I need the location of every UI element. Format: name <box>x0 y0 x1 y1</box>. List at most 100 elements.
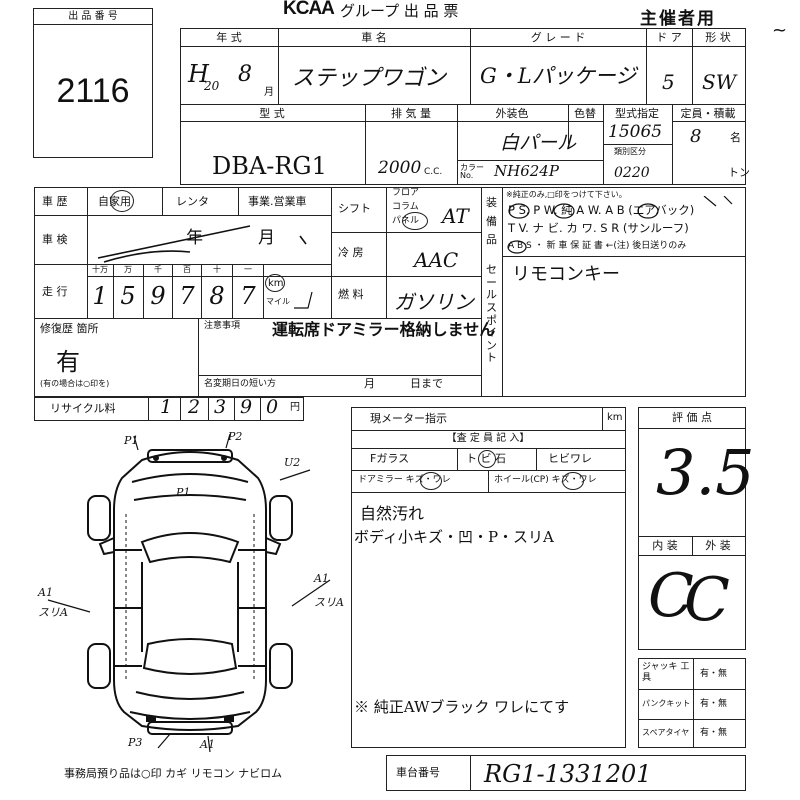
kcaa-logo: KCAA <box>283 0 335 19</box>
history-label: 車 歴 <box>42 195 68 208</box>
exterior-color: 白パール <box>500 132 577 154</box>
type-designation: 15065 <box>608 122 663 142</box>
damage-mark: P1 <box>175 486 190 499</box>
lot-number-label: 出 品 番 号 <box>68 11 118 22</box>
car-name: ステップワゴン <box>292 66 447 91</box>
damage-mark: スリA <box>314 596 344 609</box>
glass-chip-circle <box>478 450 496 468</box>
shift-label: シフト <box>338 202 371 215</box>
classification-label: 類別区分 <box>614 147 646 156</box>
sales-point-label: セールスポイント <box>486 263 497 365</box>
jack-choice: 有・無 <box>700 669 728 679</box>
mileage-digit: 1 <box>92 282 108 310</box>
mileage-digit-unit: 十万 <box>92 265 108 274</box>
grade-label: グ レ ー ド <box>530 31 586 44</box>
displacement-label: 排 気 量 <box>391 107 431 120</box>
footer-note: 事務局預り品は○印 カギ リモコン ナビロム <box>64 767 283 780</box>
mileage-digit-unit: 百 <box>183 265 191 274</box>
damage-mark: A1 <box>313 572 329 585</box>
month-unit: 月 <box>264 87 274 98</box>
jack-label: ジャッキ 工 具 <box>642 662 690 684</box>
lot-number: 2116 <box>56 72 130 110</box>
equipment-line1: P S. P W. 純 A W. A B (エアバック) <box>508 203 695 217</box>
mileage-digit-unit: 一 <box>244 265 252 274</box>
recycle-digit: 1 <box>159 396 173 418</box>
mileage-digit: 8 <box>209 282 225 310</box>
color-change-label: 色替 <box>574 107 596 120</box>
lot-number-box <box>33 8 153 158</box>
cc-unit: C.C. <box>424 167 443 177</box>
load-unit: トン <box>728 166 750 179</box>
equipment-line2: T V. ナ ビ. カ ワ. S R (サンルーフ) <box>508 221 689 235</box>
body-shape: SW <box>702 70 737 94</box>
name-change-label: 名変期日の短い方 <box>204 379 277 389</box>
corner-mark: ~ <box>772 20 788 41</box>
mile-strike-mark <box>294 291 313 309</box>
meter-label: 現メーター指示 <box>370 412 447 425</box>
score-value: 3.5 <box>656 436 755 509</box>
puncture-label: パンクキット <box>642 699 691 708</box>
panel-circle <box>402 212 428 230</box>
grade: G・Lパッケージ <box>480 64 637 88</box>
model-code: DBA-RG1 <box>212 152 327 180</box>
spare-label: スペアタイヤ <box>642 728 690 737</box>
car-diagram: P1 P2 P1 U2 A1 スリA A1 スリA P3 A1 <box>37 430 344 753</box>
door-label: ド ア <box>656 31 682 44</box>
caution-label: 注意事項 <box>204 321 241 331</box>
score-label: 評 価 点 <box>672 411 712 424</box>
inspector-note-1: 自然汚れ <box>360 504 425 523</box>
interior-score: C <box>648 561 694 631</box>
damage-mark: スリA <box>38 606 68 619</box>
classification: 0220 <box>614 165 650 181</box>
month-number: 8 <box>238 62 252 87</box>
spare-choice: 有・無 <box>700 728 728 738</box>
inspection-month-unit: 月 <box>258 228 275 248</box>
mileage-digit-unit: 十 <box>213 265 221 274</box>
inspector-bottom-note: ※ 純正AWブラック ワレにてす <box>354 698 570 716</box>
sales-point: リモコンキー <box>512 264 620 285</box>
business-option: 事業.営業車 <box>248 195 307 208</box>
form-title: グループ 出 品 票 <box>340 2 459 20</box>
mileage-digit: 9 <box>150 282 166 310</box>
mirror-circle <box>420 472 442 490</box>
mileage-digit: 7 <box>240 282 256 310</box>
organizer-label: 主催者用 <box>640 9 716 29</box>
damage-mark: P1 <box>123 434 138 447</box>
recycle-digit: 2 <box>187 396 201 418</box>
capacity-unit: 名 <box>730 131 741 144</box>
equipment-line3: A B S ・ 新 車 保 証 書 ←(注) 後日送りのみ <box>508 241 687 251</box>
wheel-label: ホイール(CP) キズ・ワレ <box>494 475 597 485</box>
own-use-circle <box>110 190 134 212</box>
wheel-circle <box>562 472 584 490</box>
mileage-digit-unit: 万 <box>124 265 132 274</box>
repair-label: 修復歴 箇所 <box>40 322 99 335</box>
shape-label: 形 状 <box>705 31 731 44</box>
vehicle-info-table <box>180 28 746 185</box>
puncture-choice: 有・無 <box>700 699 728 709</box>
meter-unit: km <box>607 412 623 423</box>
shift-option-floor: フロア <box>392 188 420 198</box>
shift-value: AT <box>442 204 469 228</box>
damage-mark: A1 <box>199 738 215 751</box>
fuel-value: ガソリン <box>394 290 474 314</box>
chassis-number: RG1-1331201 <box>484 760 652 788</box>
name-change-day: 日まで <box>410 377 443 390</box>
chassis-box <box>386 755 746 791</box>
color-no-label: カラー No. <box>460 163 484 180</box>
shift-option-column: コラム <box>392 202 419 212</box>
damage-mark: P2 <box>227 430 242 443</box>
recycle-digit: 3 <box>213 396 227 418</box>
displacement: 2000 <box>378 158 422 178</box>
model-label: 型 式 <box>259 107 285 120</box>
tools-box <box>638 658 746 748</box>
damage-mark: U2 <box>284 456 300 469</box>
damage-mark: A1 <box>37 586 53 599</box>
recycle-fee-box <box>34 397 304 421</box>
mileage-digit: 5 <box>120 282 136 310</box>
exterior-color-label: 外装色 <box>495 107 529 120</box>
exterior-label: 外 装 <box>705 539 731 552</box>
equipment-check-marks <box>507 196 733 254</box>
mileage-label: 走 行 <box>42 285 68 298</box>
equipment-note: ※純正のみ,□印をつけて下さい。 <box>506 190 627 199</box>
recycle-unit: 円 <box>290 402 300 413</box>
